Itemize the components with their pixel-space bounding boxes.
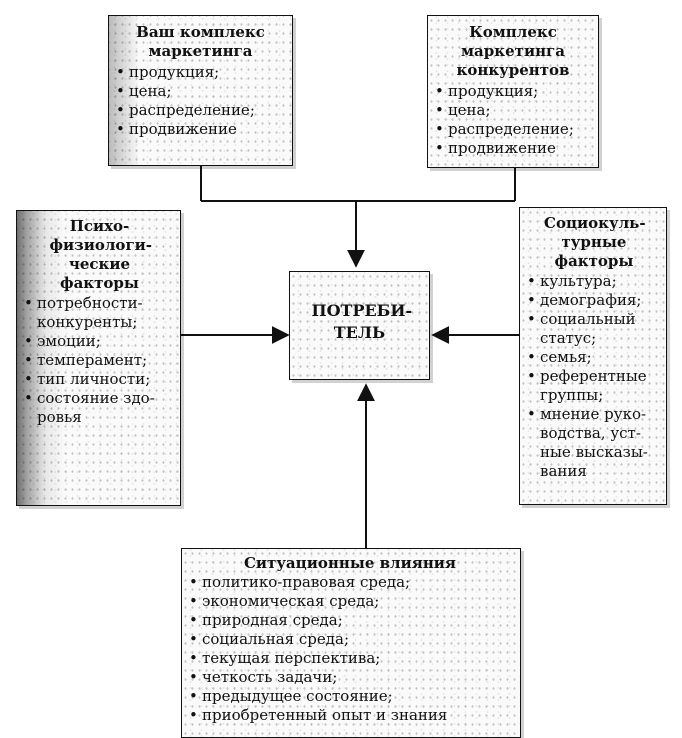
psycho-physiological-factors-title: Психо-физиологи-ческие факторы <box>49 217 152 292</box>
your-marketing-mix-box: Ваш комплекс маркетинга продукция; цена;… <box>108 15 293 166</box>
list-item: эмоции; <box>23 332 176 351</box>
list-item: культура; <box>526 272 662 291</box>
competitor-marketing-mix-box: Комплекс маркетинга конкурентов продукци… <box>427 15 599 168</box>
list-item: потребности-конкуренты; <box>23 294 176 332</box>
list-item: продвижение <box>115 120 286 139</box>
your-marketing-mix-list: продукция; цена; распределение; продвиже… <box>115 63 286 139</box>
your-marketing-mix-title: Ваш комплекс маркетинга <box>136 23 265 60</box>
list-item: цена; <box>115 82 286 101</box>
list-item: тип личности; <box>23 370 176 389</box>
sociocultural-factors-list: культура; демография; социальный статус;… <box>526 272 662 481</box>
situational-influences-list: политико-правовая среда; экономическая с… <box>188 573 512 725</box>
situational-influences-title: Ситуационные влияния <box>243 554 457 572</box>
list-item: продукция; <box>115 63 286 82</box>
list-item: приобретенный опыт и знания <box>188 706 512 725</box>
list-item: продукция; <box>434 82 592 101</box>
list-item: темперамент; <box>23 351 176 370</box>
list-item: продвижение <box>434 139 592 158</box>
list-item: природная среда; <box>188 611 512 630</box>
list-item: социальный статус; <box>526 310 662 348</box>
list-item: экономическая среда; <box>188 592 512 611</box>
consumer-title: ПОТРЕБИ-ТЕЛЬ <box>311 301 413 342</box>
list-item: текущая перспектива; <box>188 649 512 668</box>
list-item: распределение; <box>434 120 592 139</box>
list-item: демография; <box>526 291 662 310</box>
consumer-box: ПОТРЕБИ-ТЕЛЬ <box>289 271 430 380</box>
psycho-physiological-factors-box: Психо-физиологи-ческие факторы потребнос… <box>16 210 181 506</box>
competitor-marketing-mix-list: продукция; цена; распределение; продвиже… <box>434 82 592 158</box>
list-item: цена; <box>434 101 592 120</box>
list-item: распределение; <box>115 101 286 120</box>
list-item: политико-правовая среда; <box>188 573 512 592</box>
sociocultural-factors-box: Социокуль-турные факторы культура; демог… <box>519 207 667 505</box>
list-item: состояние здо-ровья <box>23 389 176 427</box>
list-item: социальная среда; <box>188 630 512 649</box>
list-item: семья; <box>526 348 662 367</box>
competitor-marketing-mix-title: Комплекс маркетинга конкурентов <box>456 23 570 79</box>
list-item: референтные группы; <box>526 367 662 405</box>
psycho-physiological-factors-list: потребности-конкуренты; эмоции; темперам… <box>23 294 176 427</box>
list-item: мнение руко-водства, уст-ные высказы-ван… <box>526 405 662 481</box>
sociocultural-factors-title: Социокуль-турные факторы <box>544 214 646 270</box>
list-item: четкость задачи; <box>188 668 512 687</box>
situational-influences-box: Ситуационные влияния политико-правовая с… <box>181 548 521 738</box>
list-item: предыдущее состояние; <box>188 687 512 706</box>
